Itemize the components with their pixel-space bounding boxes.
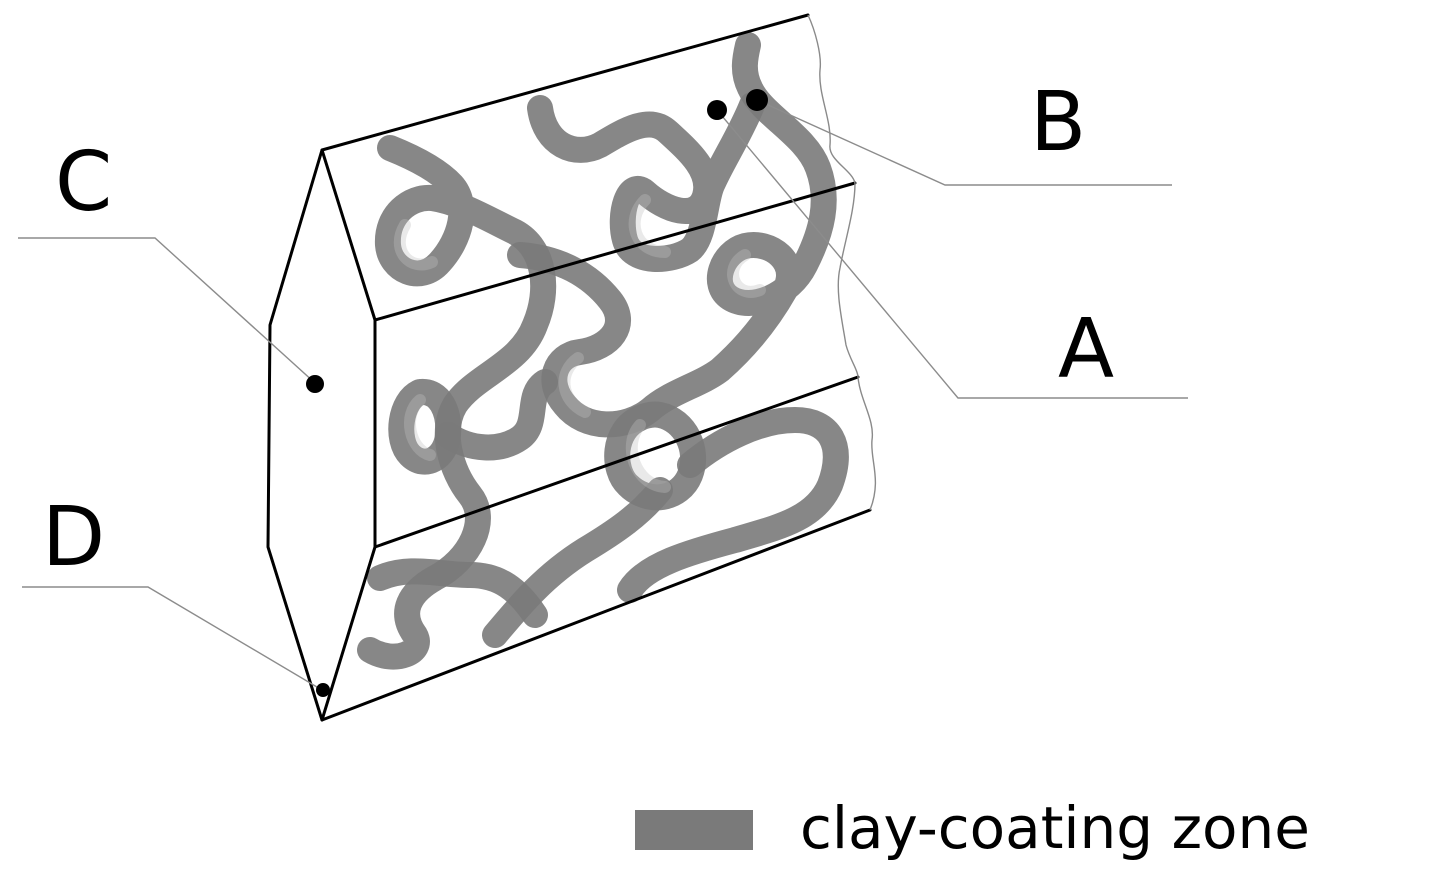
prism-lower-edge [373,375,860,549]
clay-coating-zone [388,379,462,475]
prism-upper-edge [373,181,857,322]
point-d-marker [316,683,330,697]
sample-points [306,89,768,697]
label-d: D [42,490,105,585]
clay-cores [393,194,766,493]
prism-outline [266,13,872,722]
label-b: B [1030,75,1086,170]
point-labels: B A C D [42,75,1114,585]
clay-coating-zones [357,32,849,670]
prism-broken-end [807,14,877,511]
legend-swatch [635,810,753,850]
point-b-marker [746,89,768,111]
clay-coating-zone [507,32,837,438]
leader-line-c [18,237,316,384]
prism-front-face [320,148,377,722]
leader-line-a [716,109,1188,399]
leader-line-b [756,99,1172,186]
clay-coating-zone [617,407,849,603]
legend: clay-coating zone [635,794,1310,862]
point-a-marker [707,100,727,120]
point-c-marker [306,375,324,393]
clay-coating-zone [367,558,548,628]
clay-coating-zone [435,369,558,461]
clay-coating-zone [527,92,765,272]
leader-line-d [22,586,323,691]
label-c: C [55,135,112,230]
label-a: A [1058,302,1114,397]
grain-prism [266,13,877,722]
leader-lines [18,99,1188,691]
legend-label: clay-coating zone [800,794,1310,862]
